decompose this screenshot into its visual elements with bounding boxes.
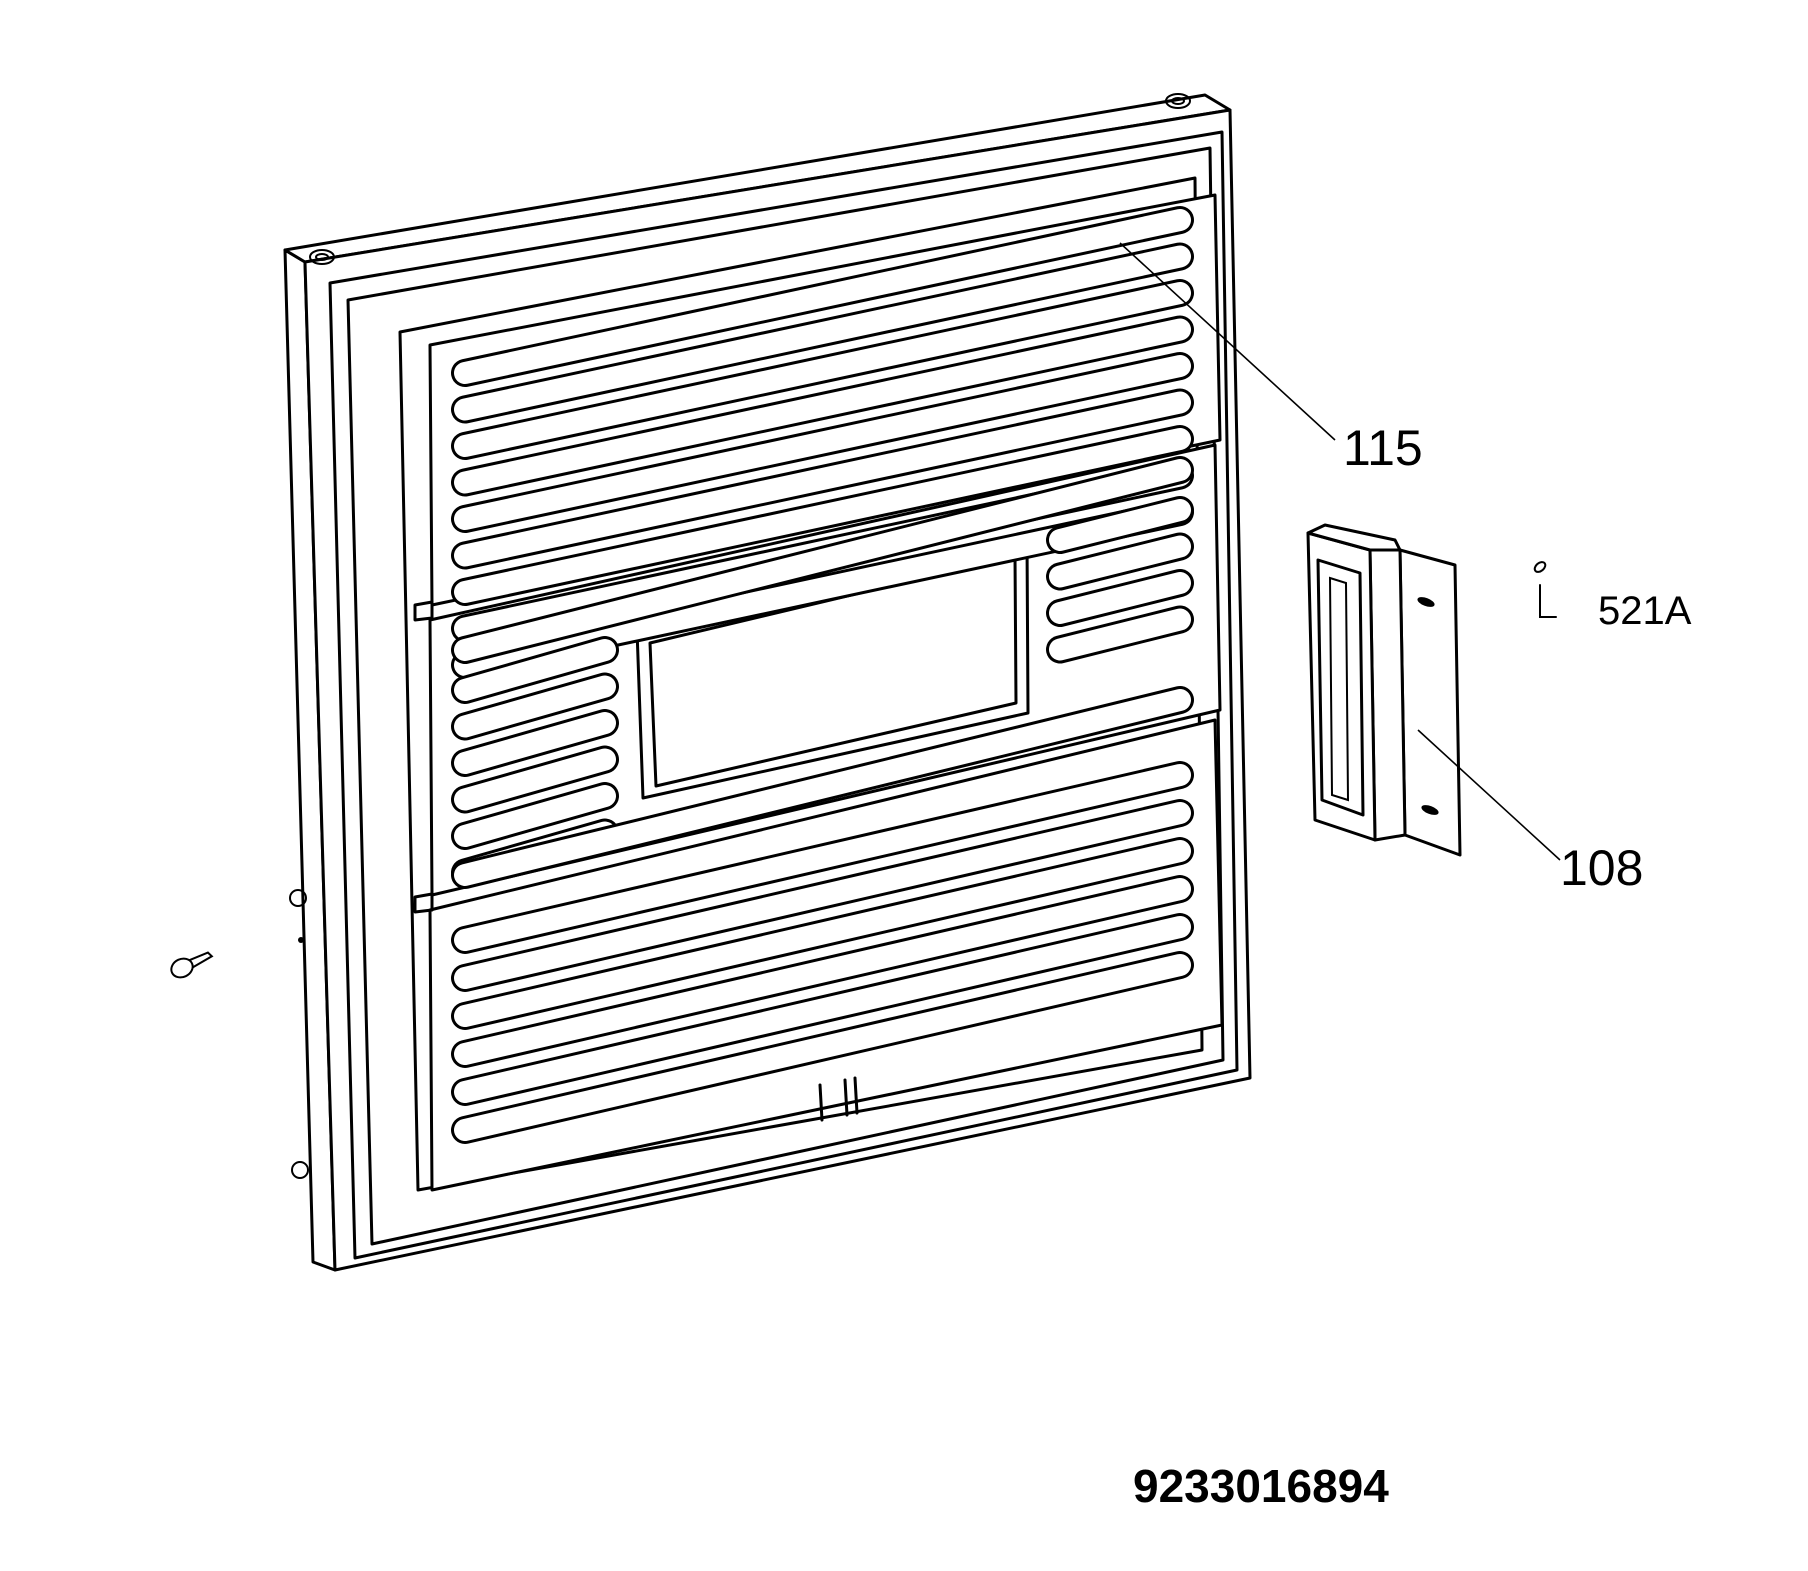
lower-rib-fill	[454, 878, 1191, 1065]
callout-115: 115	[1343, 420, 1423, 476]
panel-clip-upper	[413, 600, 434, 622]
middle-left-rib-fill	[454, 639, 616, 701]
lower-rib-fill	[454, 802, 1191, 989]
middle-bottom-rib-fill	[454, 689, 1191, 886]
lower-rib-fill	[454, 954, 1191, 1141]
upper-rib-fill	[454, 428, 1191, 603]
door-inner-frame-1	[328, 130, 1239, 1260]
upper-rib-fill	[454, 282, 1191, 457]
leader-115	[1119, 242, 1336, 441]
upper-rib-fill	[454, 245, 1191, 421]
middle-left-rib-fill	[454, 785, 616, 847]
handle-slot-lower	[1421, 805, 1439, 815]
drain-slot	[818, 1076, 859, 1122]
top-screw-left	[309, 249, 335, 265]
middle-right-rib-fill	[1049, 572, 1191, 624]
middle-left-rib-fill	[454, 712, 616, 774]
upper-rib-fill	[454, 391, 1191, 567]
door-handle	[1306, 523, 1462, 857]
middle-right-rib-fill	[1049, 608, 1191, 661]
loose-screw	[170, 951, 214, 979]
handle-grip-recess	[1316, 558, 1365, 817]
upper-rib-fill	[454, 355, 1191, 530]
middle-right-rib-fill	[1049, 499, 1191, 551]
hinge-hole-lower	[291, 1161, 309, 1179]
top-screw-right	[1165, 93, 1191, 109]
hinge-hole-upper	[289, 889, 307, 907]
middle-top-rib-fill	[454, 459, 1191, 661]
lower-rib-fill	[454, 840, 1191, 1027]
leader-108	[1417, 729, 1561, 861]
hinge-dot	[298, 937, 304, 943]
callout-521a: 521A	[1598, 589, 1692, 633]
upper-rib-fill	[454, 209, 1191, 384]
middle-left-rib-fill	[454, 748, 616, 811]
upper-rib-fill	[454, 318, 1191, 494]
handle-slot-upper	[1417, 597, 1435, 607]
door-inner-liner	[398, 176, 1204, 1192]
middle-right-rib-fill	[1049, 535, 1191, 588]
callout-108: 108	[1560, 840, 1643, 896]
door-gasket-frame	[346, 146, 1225, 1246]
middle-left-rib-fill	[454, 675, 616, 738]
document-number: 9233016894	[1133, 1460, 1389, 1512]
panel-clip-lower	[413, 892, 434, 914]
handle-grip-inner	[1328, 576, 1350, 802]
handle-top-cap	[1306, 523, 1402, 552]
part-521a-clip	[1533, 561, 1557, 618]
lower-rib-fill	[454, 764, 1191, 951]
door-assembly	[283, 93, 1252, 1272]
lower-rib-fill	[454, 916, 1191, 1103]
shelf-ribs	[451, 206, 1194, 1144]
